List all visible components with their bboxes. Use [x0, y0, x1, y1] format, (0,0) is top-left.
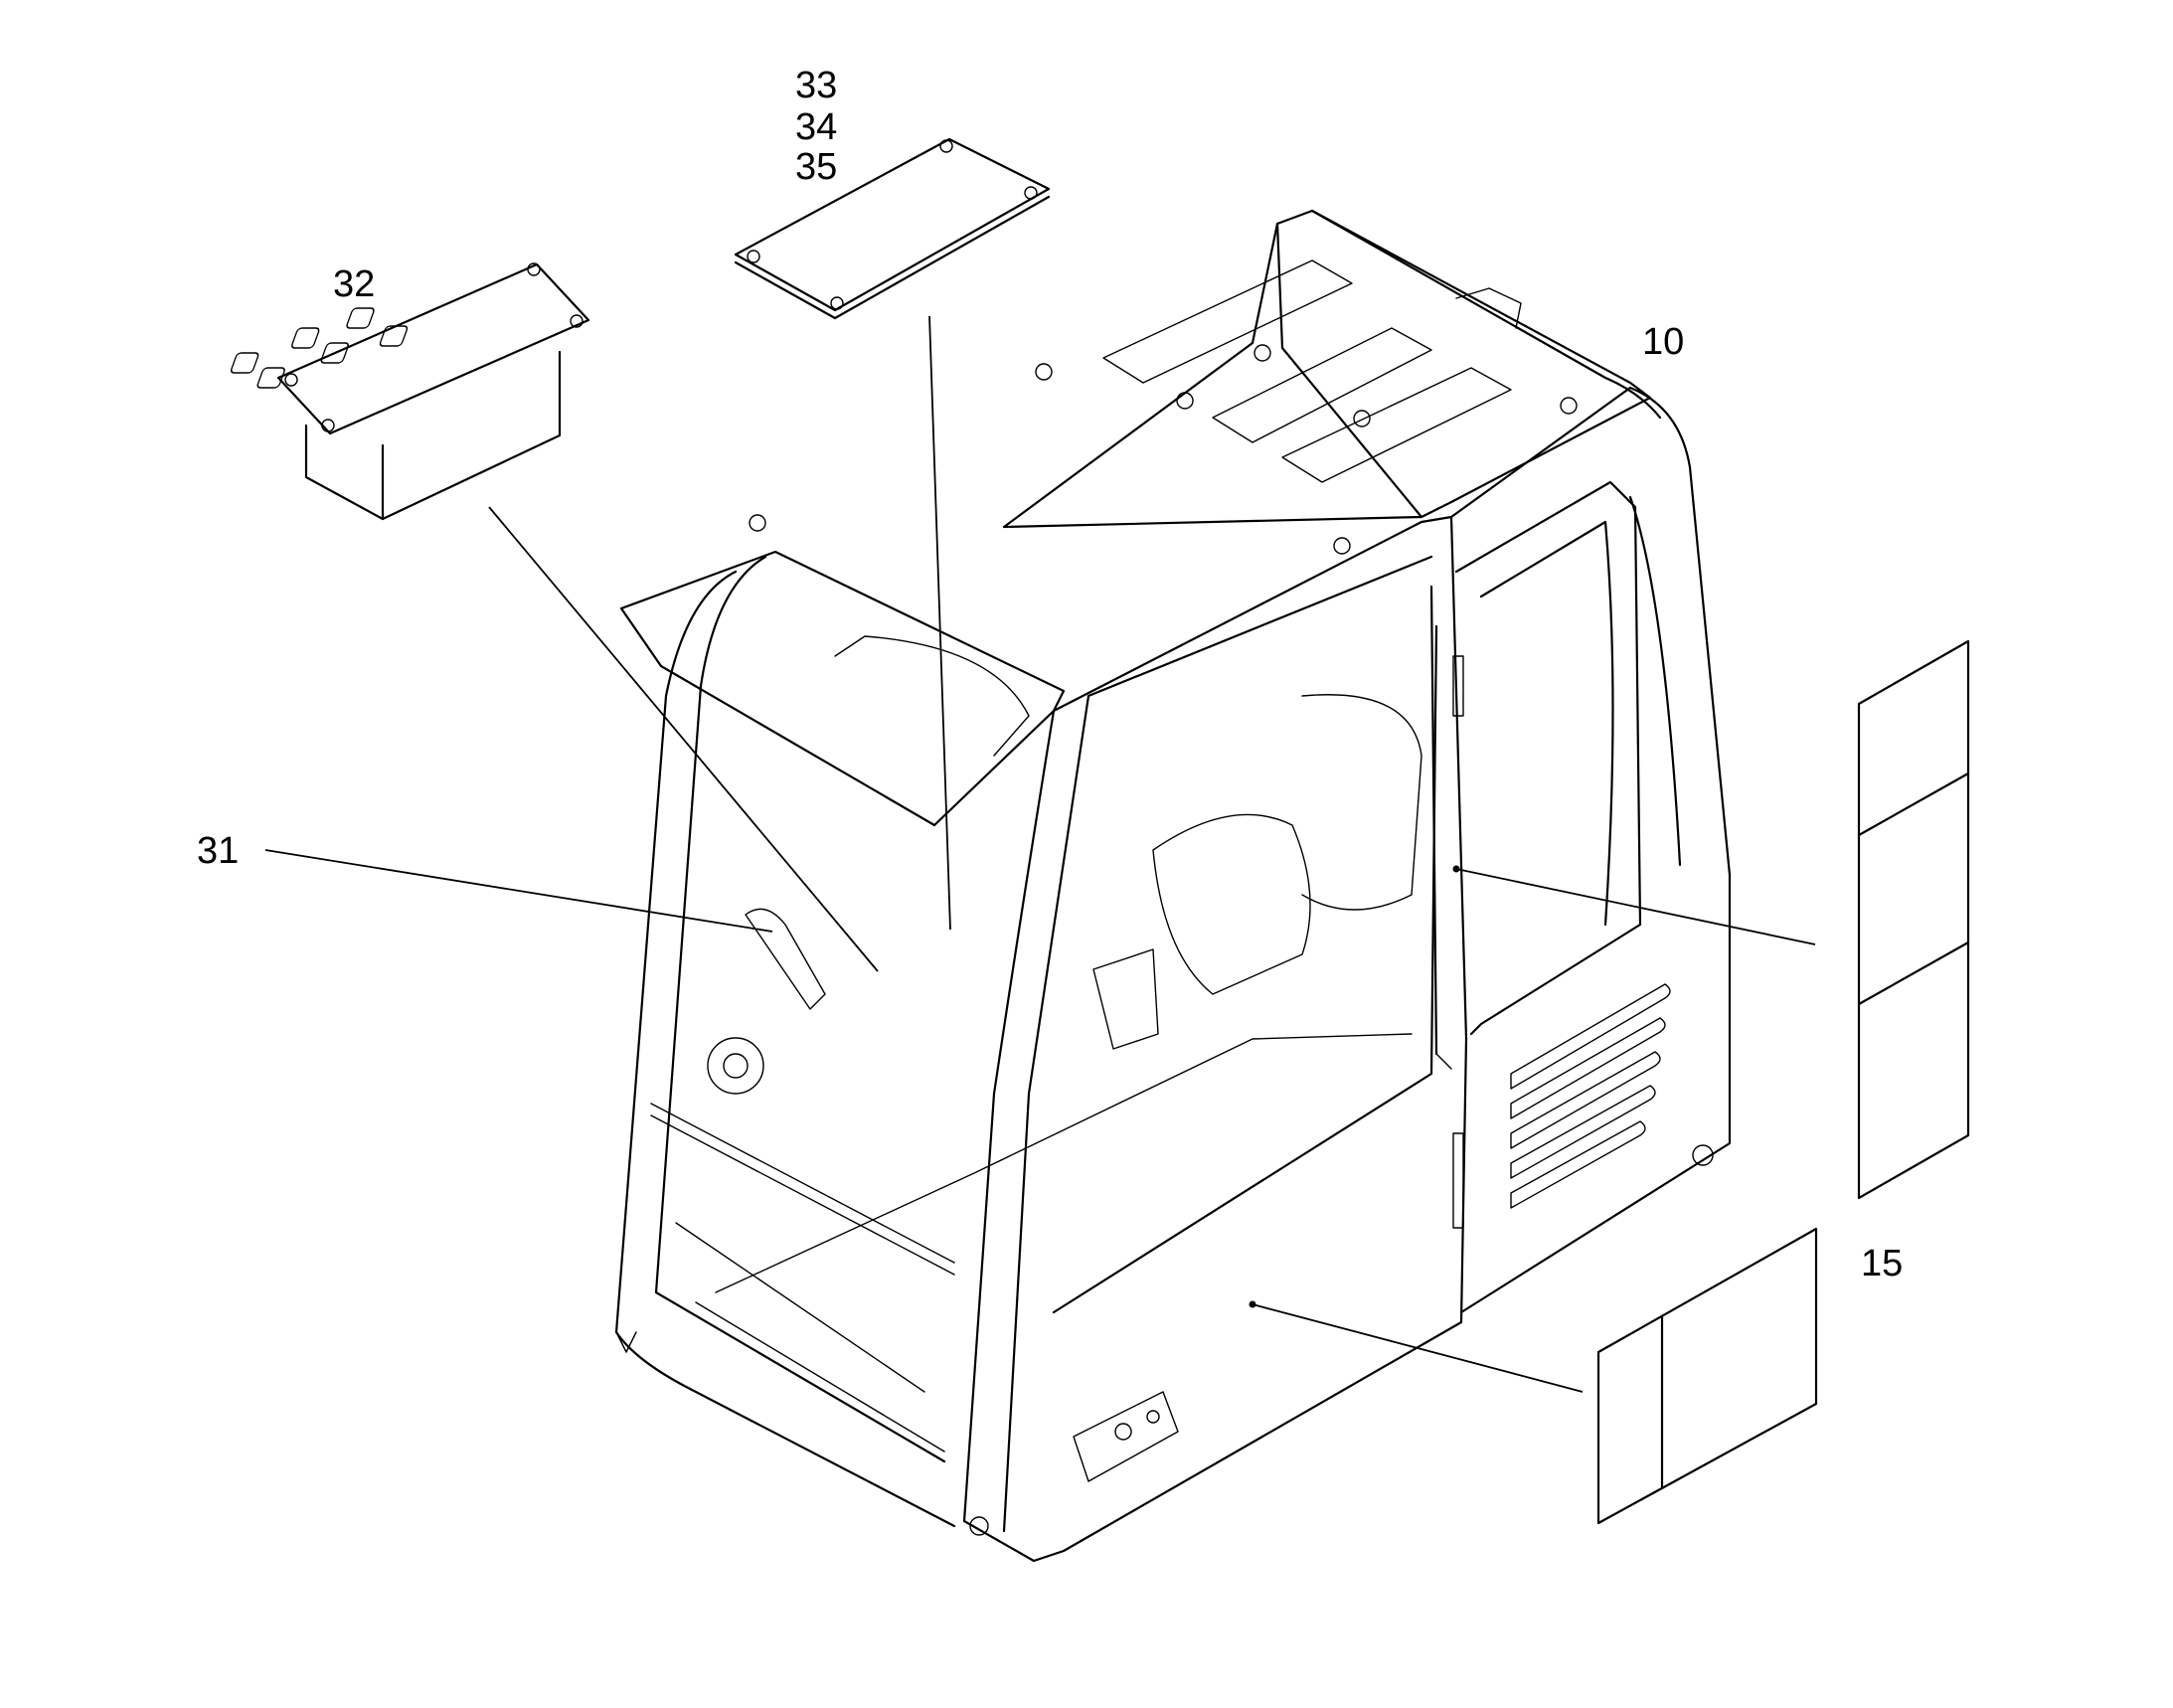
- plate-part-33-35: [734, 137, 1051, 320]
- callout-33: 33: [795, 65, 837, 106]
- callout-35: 35: [795, 146, 837, 188]
- cab-part-10: [614, 209, 1732, 1563]
- callout-10: 10: [1642, 321, 1684, 363]
- callout-15: 15: [1861, 1243, 1903, 1284]
- leader-lines: [264, 315, 1816, 1393]
- switch-panel-part-32: [230, 262, 590, 521]
- decal-sheet-part-15-lower: [1596, 1227, 1818, 1525]
- decal-sheet-part-15-upper: [1857, 639, 1970, 1200]
- callout-32: 32: [333, 263, 375, 305]
- callout-labels: 33 34 35 32 10 31 15: [197, 65, 1903, 1284]
- callout-34: 34: [795, 106, 837, 148]
- callout-31: 31: [197, 830, 239, 872]
